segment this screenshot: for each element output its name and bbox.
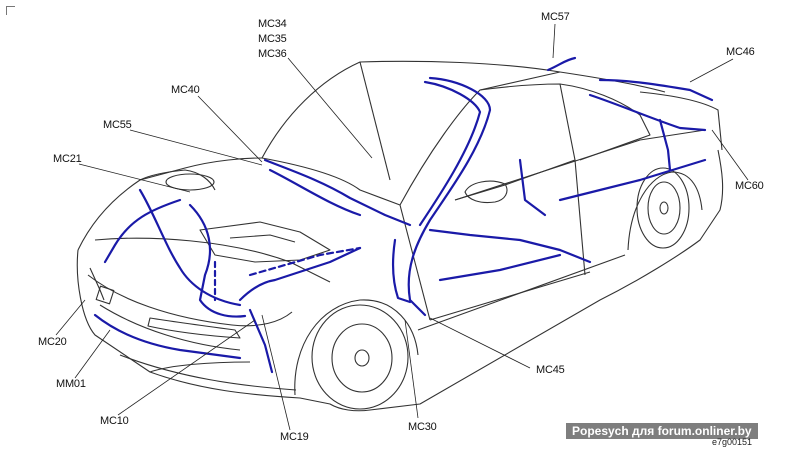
label-mm01: MM01 xyxy=(56,378,86,390)
label-mc45: MC45 xyxy=(536,364,565,376)
car-body-outline xyxy=(76,60,724,412)
label-mc30: MC30 xyxy=(408,421,437,433)
label-mc34: MC34 xyxy=(258,18,287,30)
label-mc40: MC40 xyxy=(171,84,200,96)
label-mc55: MC55 xyxy=(103,119,132,131)
watermark: Popesych для forum.onliner.by xyxy=(566,423,758,439)
label-mc19: MC19 xyxy=(280,431,309,443)
label-mc60: MC60 xyxy=(735,180,764,192)
leader-lines xyxy=(55,23,749,431)
corner-mark xyxy=(6,6,15,15)
wiring-harness xyxy=(93,56,714,374)
label-mc20: MC20 xyxy=(38,336,67,348)
label-mc10: MC10 xyxy=(100,415,129,427)
label-mc57: MC57 xyxy=(541,11,570,23)
label-mc46: MC46 xyxy=(726,46,755,58)
label-mc35: MC35 xyxy=(258,33,287,45)
figure-code: e7g00151 xyxy=(712,437,753,447)
label-mc21: MC21 xyxy=(53,153,82,165)
label-mc36: MC36 xyxy=(258,48,287,60)
